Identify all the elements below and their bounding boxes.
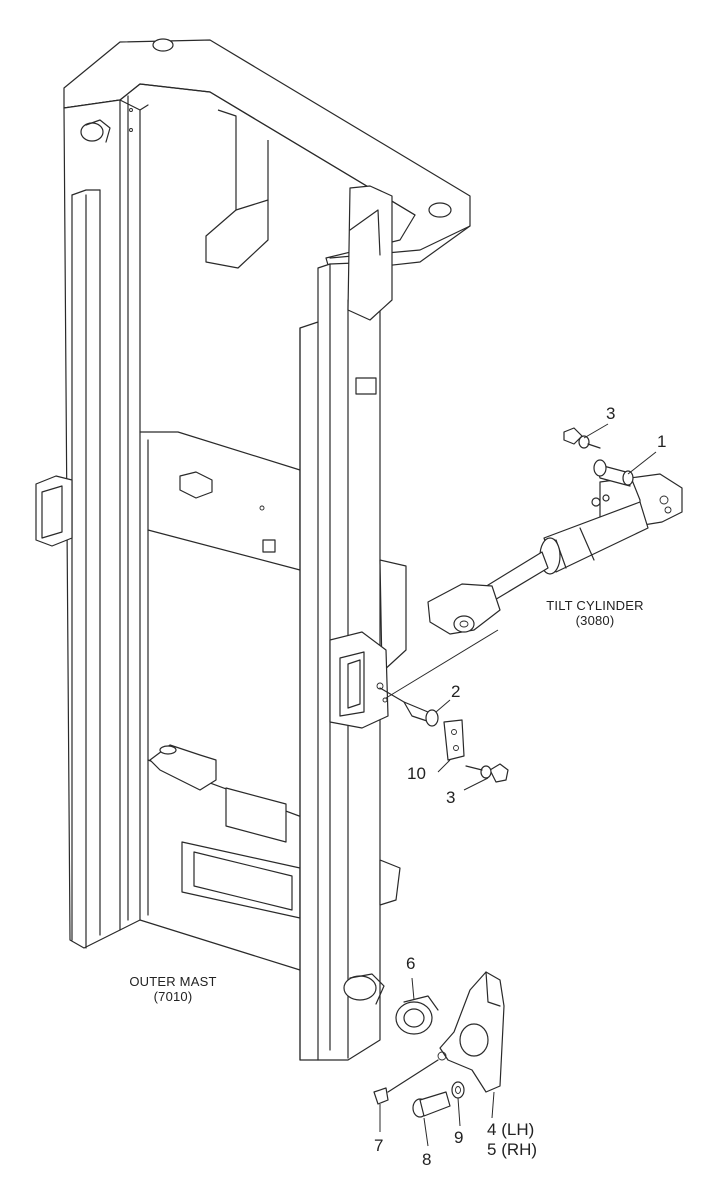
callout-5: 5 (RH) bbox=[487, 1140, 538, 1159]
callout-9: 9 bbox=[454, 1128, 464, 1147]
part-9-washer bbox=[451, 1081, 465, 1099]
part-3-bolt-mid bbox=[465, 763, 509, 783]
tilt-cylinder-code: (3080) bbox=[575, 613, 615, 628]
leader-lines bbox=[379, 423, 657, 1147]
tilt-cylinder bbox=[427, 473, 683, 635]
callout-6: 6 bbox=[406, 954, 416, 973]
callout-1: 1 bbox=[657, 432, 667, 451]
part-10-plate bbox=[443, 719, 465, 761]
callout-2: 2 bbox=[451, 682, 461, 701]
part-3-bolt-top bbox=[563, 427, 601, 449]
part-7-grease-fitting bbox=[373, 1059, 439, 1105]
callout-4-number: 4 bbox=[487, 1120, 497, 1139]
callout-3-top: 3 bbox=[606, 404, 616, 423]
callout-4: 4 (LH) bbox=[487, 1120, 535, 1139]
part-2-pin bbox=[379, 687, 439, 727]
tilt-cylinder-name: TILT CYLINDER bbox=[546, 598, 644, 613]
tilt-cylinder-caption: TILT CYLINDER (3080) bbox=[530, 598, 660, 628]
callout-5-side: (RH) bbox=[501, 1140, 538, 1159]
callout-8: 8 bbox=[422, 1150, 432, 1169]
part-1-pin bbox=[593, 459, 634, 487]
outer-mast-code: (7010) bbox=[153, 989, 193, 1004]
callout-3-mid: 3 bbox=[446, 788, 456, 807]
outer-mast bbox=[35, 38, 471, 1061]
part-6-bearing bbox=[395, 995, 439, 1035]
part-8-bolt bbox=[412, 1091, 451, 1118]
callout-7: 7 bbox=[374, 1136, 384, 1155]
callout-5-number: 5 bbox=[487, 1140, 497, 1159]
outer-mast-caption: OUTER MAST (7010) bbox=[118, 974, 228, 1004]
callout-10: 10 bbox=[407, 764, 426, 783]
callout-4-side: (LH) bbox=[501, 1120, 535, 1139]
outer-mast-name: OUTER MAST bbox=[129, 974, 217, 989]
part-4-5-bracket bbox=[437, 971, 505, 1093]
